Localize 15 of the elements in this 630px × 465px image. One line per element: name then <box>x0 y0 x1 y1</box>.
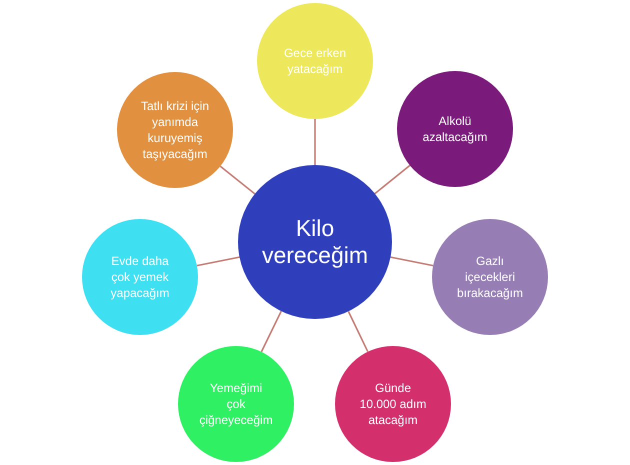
goal-text: Gazlı içecekleri bırakacağım <box>456 253 524 301</box>
goal-text: Tatlı krizi için yanımda kuruyemiş taşıyacağım <box>140 98 210 162</box>
topic-title: Kilo vereceğim <box>260 215 370 269</box>
connector-line <box>260 310 282 352</box>
connector-line <box>348 311 369 352</box>
connector-line <box>314 119 316 165</box>
goal-text: Yemeğimi çok çiğneyeceğim <box>199 380 273 428</box>
goal-text: Gece erken yatacağım <box>282 45 348 77</box>
connector-line <box>196 256 240 266</box>
goal-text: Günde 10.000 adım atacağım <box>358 380 428 428</box>
goal-text: Alkolü azaltacağım <box>422 113 488 145</box>
connector-line <box>390 256 434 266</box>
connector-line <box>220 166 256 195</box>
connector-line <box>374 164 410 194</box>
goal-text: Evde daha çok yemek yapacağım <box>110 253 170 301</box>
